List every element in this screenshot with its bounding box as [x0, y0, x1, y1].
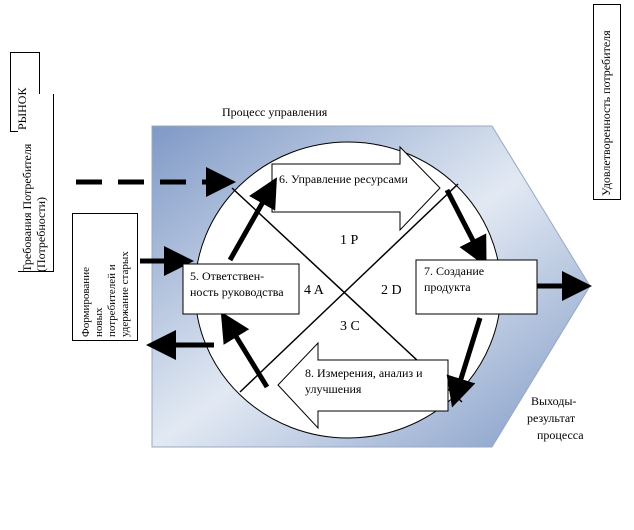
node-7-box [415, 259, 538, 315]
node-7-label-line2: продукта [424, 280, 471, 294]
measurement-arrow [277, 341, 449, 430]
process-title: Процесс управления [222, 105, 328, 119]
forming-box [72, 213, 138, 341]
resources-arrow [271, 145, 441, 232]
node-6-label: 6. Управление ресурсами [279, 172, 408, 186]
cycle-arrow-to-7 [444, 188, 487, 267]
forming-label-line3: потребителей и [106, 264, 118, 337]
satisfaction-box [593, 4, 621, 200]
requirements-label: Требования Потребителя (Потребности) [20, 143, 48, 272]
cycle-label-c: 3 C [340, 319, 360, 334]
forming-label-line1: Формирование [80, 267, 92, 337]
cycle-arrow-to-8 [446, 317, 483, 408]
node-5-box [182, 263, 300, 315]
cycle-arrow-to-6 [227, 177, 277, 262]
output-label-line2: результат [527, 411, 576, 425]
cross-line-2 [239, 183, 459, 393]
cycle-arrow-to-5 [220, 311, 270, 389]
output-label-line3: процесса [537, 428, 584, 442]
cycle-label-a: 4 A [304, 283, 325, 298]
cycle-label-d: 2 D [381, 283, 402, 298]
forming-label-line2: новых [93, 307, 105, 337]
node-7-label-line1: 7. Создание [424, 264, 484, 278]
requirements-box [18, 94, 54, 272]
satisfaction-label: Удовлетворенность потребителя [599, 30, 613, 196]
node-5-label-line1: 5. Ответствен- [190, 269, 264, 283]
cycle-label-p: 1 P [340, 233, 359, 248]
output-label-line1: Выходы- [531, 394, 576, 408]
node-8-label-line1: 8. Измерения, анализ и [305, 366, 423, 380]
node-5-label-line2: ность руководства [190, 285, 284, 299]
node-8-label-line2: улучшения [305, 382, 362, 396]
forming-label-line4: удержание старых [119, 251, 131, 337]
